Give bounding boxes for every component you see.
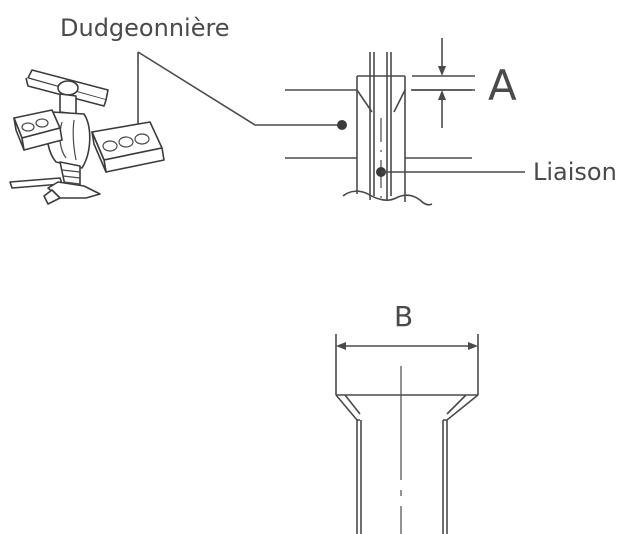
tool-die-hole-4 [118,136,134,148]
flaring-tool-illustration [9,69,165,205]
tool-die-hole-5 [134,133,150,145]
dim-a-arrow-up [438,90,446,100]
dim-a-extension [412,75,475,91]
tool-die-hole-1 [21,122,35,132]
dim-b-arrow-right [468,342,478,350]
tool-die-hole-3 [102,140,118,152]
tool-screw-threads [61,169,81,185]
flared-pipe-walls [356,420,448,534]
pipe-break-tail [419,199,433,206]
tool-die-hole-2 [35,118,49,128]
nut-bore [356,90,406,202]
tool-yoke-highlight-2 [72,119,77,161]
pipe-top-end [356,75,406,90]
dimension-a: A [412,38,517,128]
tool-handle-knob [57,80,79,96]
dim-b-arrow-left [336,342,346,350]
label-dim-b: B [394,300,413,333]
pipe-walls [369,52,392,200]
flare-inner-cone [344,394,467,415]
dim-b-extension [335,334,479,395]
flare-cone [356,89,406,113]
label-dim-a: A [488,61,517,110]
dim-a-arrow-down [438,66,446,76]
tool-die-right-side [91,131,107,173]
tool-yoke-highlight [59,121,67,159]
label-liaison: Liaison [533,158,617,186]
flare-connection-detail [285,52,472,206]
tool-wing-foot [43,189,61,205]
pipe-break-line [342,190,421,201]
tool-die-left-front [21,127,63,151]
leader-dot-flare [337,120,347,130]
flared-pipe-detail: B [335,300,479,534]
leader-tool-to-pipe [137,51,342,126]
label-flaring-tool: Dudgeonnière [60,14,230,42]
flare-outer-cone [335,394,479,421]
tool-stem [59,93,77,115]
